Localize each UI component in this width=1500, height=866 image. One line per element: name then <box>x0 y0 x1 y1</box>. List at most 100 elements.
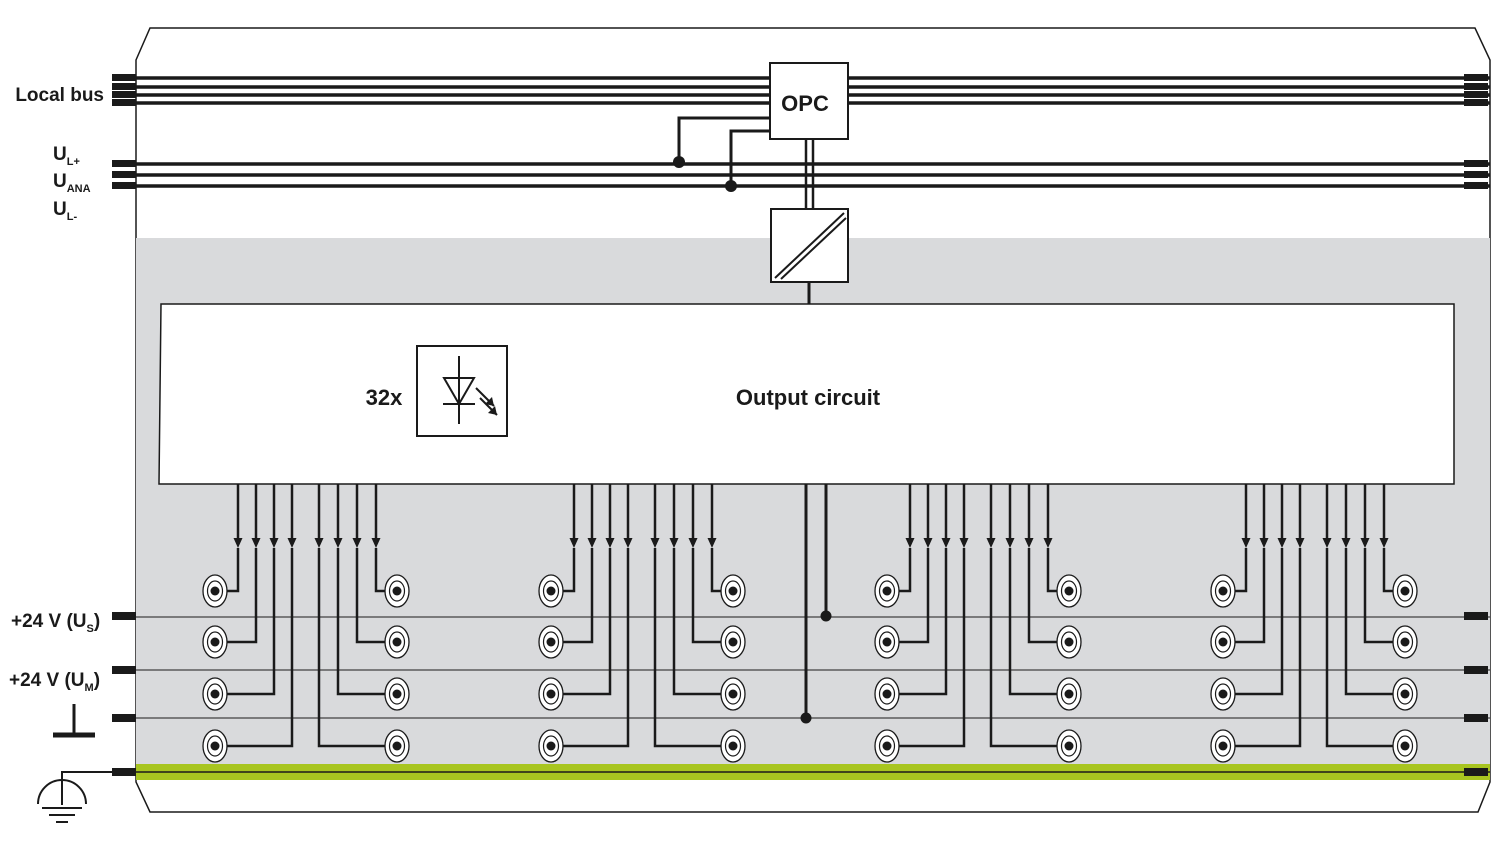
output-terminal-wire <box>1223 548 1302 748</box>
opc-converter-link <box>804 139 815 209</box>
terminal-point-inner <box>542 683 560 705</box>
output-arrow <box>688 538 698 548</box>
led-diode-icon <box>416 345 508 437</box>
output-arrow <box>314 538 324 548</box>
output-arrow <box>959 538 969 548</box>
output-arrow <box>1241 538 1251 548</box>
terminal-dot <box>728 689 738 699</box>
output-terminal-wire <box>1325 548 1405 748</box>
terminal-dot <box>1400 689 1410 699</box>
terminal-point-inner <box>206 631 224 653</box>
output-terminal-wire <box>1027 548 1069 644</box>
output-arrow <box>233 538 243 548</box>
terminal-dot <box>1400 637 1410 647</box>
output-terminal-wire <box>355 548 397 644</box>
opc-supply-wires <box>677 116 770 186</box>
terminal-dot <box>546 741 556 751</box>
terminal-dot <box>728 586 738 596</box>
output-terminal-wire <box>672 548 733 696</box>
terminal-point-inner <box>1060 683 1078 705</box>
terminal-point-inner <box>1060 631 1078 653</box>
terminal-dot <box>882 637 892 647</box>
output-terminal-wire <box>551 548 612 696</box>
terminal-dot <box>210 741 220 751</box>
pe-connector <box>112 768 136 776</box>
output-terminal-wire <box>1008 548 1069 696</box>
terminal-point-inner <box>1396 631 1414 653</box>
output-arrow <box>1277 538 1287 548</box>
output-arrow <box>905 538 915 548</box>
converter-diagonal <box>774 212 845 279</box>
terminal-point-inner <box>1214 580 1232 602</box>
terminal-dot <box>1218 741 1228 751</box>
output-arrow <box>1043 538 1053 548</box>
terminal-dot <box>1218 637 1228 647</box>
terminal-point-inner <box>1396 580 1414 602</box>
terminal-point-inner <box>1214 735 1232 757</box>
terminal-point-inner <box>388 735 406 757</box>
output-terminal-wire <box>887 548 948 696</box>
terminal-point-inner <box>542 735 560 757</box>
uana-label: UANA <box>53 171 91 195</box>
terminal-dot <box>546 637 556 647</box>
output-arrow <box>333 538 343 548</box>
terminal-dot <box>210 586 220 596</box>
terminal-dot <box>392 637 402 647</box>
output-terminal-wire <box>215 548 276 696</box>
output-terminal-wire <box>336 548 397 696</box>
output-terminal-wire <box>317 548 397 748</box>
terminal-point-inner <box>206 735 224 757</box>
output-arrow <box>986 538 996 548</box>
terminal-point-inner <box>724 735 742 757</box>
terminal-point-inner <box>542 580 560 602</box>
terminal-point-inner <box>878 735 896 757</box>
terminal-point-inner <box>878 683 896 705</box>
local-bus-lines <box>136 76 1490 105</box>
output-arrow <box>371 538 381 548</box>
terminal-dot <box>1218 586 1228 596</box>
terminal-dot <box>392 741 402 751</box>
output-terminal-wire <box>887 548 930 644</box>
terminal-point-inner <box>724 683 742 705</box>
converter-diagonal <box>780 217 847 280</box>
output-arrow <box>269 538 279 548</box>
logic-power-connectors <box>112 160 1488 189</box>
output-count-label: 32x <box>366 385 403 410</box>
output-arrow <box>707 538 717 548</box>
output-terminal-wire <box>653 548 733 748</box>
junction-dot <box>800 712 812 724</box>
terminal-dot <box>882 689 892 699</box>
terminal-point-inner <box>388 683 406 705</box>
terminal-dot <box>1400 586 1410 596</box>
field-supply-connectors <box>112 612 1488 722</box>
output-arrow <box>569 538 579 548</box>
output-arrow <box>352 538 362 548</box>
terminal-point-inner <box>1214 631 1232 653</box>
terminal-point-inner <box>724 580 742 602</box>
terminal-point-inner <box>878 580 896 602</box>
terminal-point-inner <box>542 631 560 653</box>
output-circuit-label: Output circuit <box>736 385 881 410</box>
output-arrow <box>923 538 933 548</box>
opc-block <box>769 62 849 140</box>
output-arrow <box>669 538 679 548</box>
output-arrow <box>287 538 297 548</box>
terminal-dot <box>1064 586 1074 596</box>
terminal-dot <box>546 689 556 699</box>
local-bus-connectors <box>112 74 1488 106</box>
output-arrow <box>1341 538 1351 548</box>
output-arrow <box>1322 538 1332 548</box>
output-terminal-wire <box>691 548 733 644</box>
output-terminal-wire <box>215 548 294 748</box>
output-terminal-wire <box>1223 548 1284 696</box>
terminal-dot <box>392 689 402 699</box>
output-terminal-wire <box>1223 548 1266 644</box>
terminal-point-inner <box>206 580 224 602</box>
terminal-point-inner <box>1396 735 1414 757</box>
output-terminal-wire <box>1363 548 1405 644</box>
terminal-point-inner <box>1060 580 1078 602</box>
output-terminal-wire <box>215 548 258 644</box>
output-arrow <box>251 538 261 548</box>
ul-plus-label: UL+ <box>53 144 80 168</box>
